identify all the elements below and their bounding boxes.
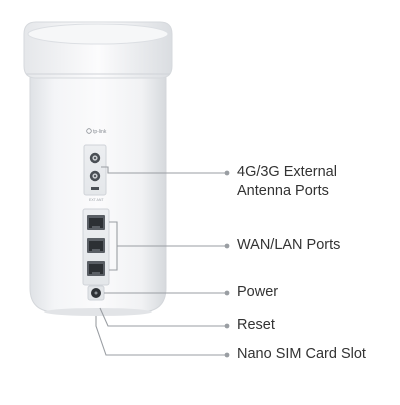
brand-logo-icon: [86, 128, 92, 134]
callout-nano-sim-slot: Nano SIM Card Slot: [237, 345, 366, 364]
callout-wan-lan-line-1: WAN/LAN Ports: [237, 237, 341, 253]
callout-reset-line-1: Reset: [237, 317, 275, 333]
router-top-surface: [27, 23, 169, 45]
callout-antenna-line-2: Antenna Ports: [237, 183, 329, 199]
callout-reset: Reset: [237, 316, 275, 335]
callout-power: Power: [237, 283, 278, 302]
leader-line-antenna: [101, 166, 226, 174]
leader-dot-wan-lan: [224, 243, 230, 249]
leader-dot-reset: [224, 323, 230, 329]
antenna-port-indicator: [91, 187, 99, 190]
callout-antenna-ports: 4G/3G External Antenna Ports: [237, 163, 337, 201]
power-jack: [87, 285, 105, 301]
leader-dots: [224, 170, 230, 358]
leader-line-reset: [99, 307, 226, 327]
ethernet-port-3: [87, 261, 105, 276]
ethernet-port-2: [87, 238, 105, 253]
leader-line-wan-lan: [109, 221, 226, 271]
antenna-port-panel: [83, 144, 107, 196]
callout-wan-lan-ports: WAN/LAN Ports: [237, 236, 340, 255]
antenna-port-lower: [89, 170, 101, 182]
leader-dot-sim: [224, 352, 230, 358]
leader-lines: [95, 166, 226, 356]
leader-dot-power: [224, 290, 230, 296]
callout-antenna-line-1: 4G/3G External: [237, 164, 337, 180]
callout-sim-line-1: Nano SIM Card Slot: [237, 346, 366, 362]
antenna-port-upper: [89, 152, 101, 164]
leader-line-sim: [95, 316, 226, 356]
antenna-port-caption: EXT ANT: [89, 198, 104, 202]
ethernet-port-1: [87, 215, 105, 230]
callout-power-line-1: Power: [237, 284, 279, 300]
leader-dot-antenna: [224, 170, 230, 176]
brand-logo-text: tp-link: [93, 129, 107, 135]
router-base-shadow: [44, 308, 152, 316]
